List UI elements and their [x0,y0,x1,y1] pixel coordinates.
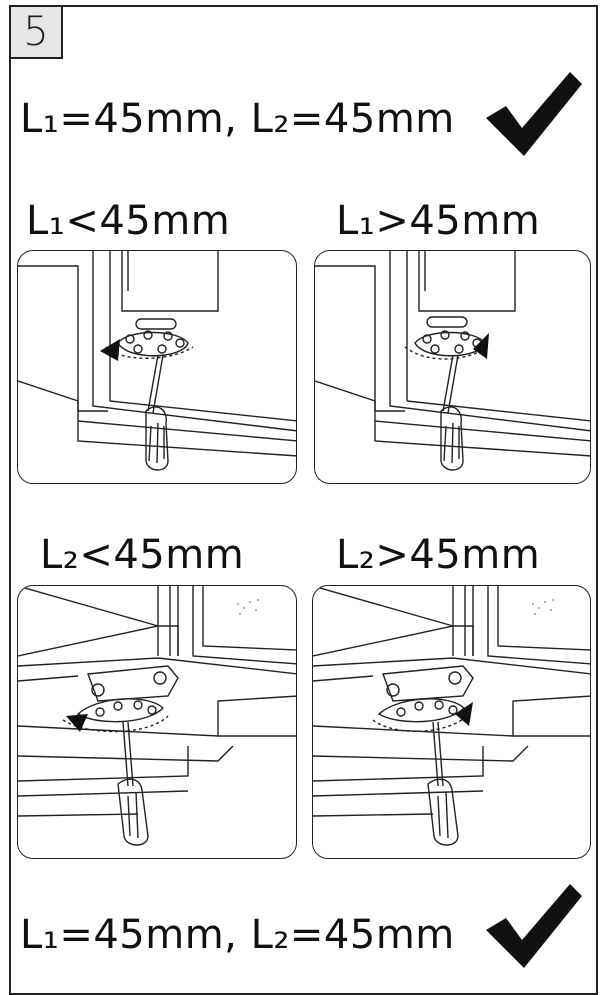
hinge-adjust-illustration-1 [17,250,297,484]
panel-4-label: L₂>45mm [336,532,541,578]
panel-1-label: L₁<45mm [26,198,231,244]
checkmark-icon [486,884,582,968]
panel-3-label: L₂<45mm [40,532,245,578]
hinge-adjust-illustration-4 [312,585,591,859]
top-condition-text: L₁=45mm, L₂=45mm [20,96,455,142]
bottom-condition-text: L₁=45mm, L₂=45mm [20,912,455,958]
hinge-adjust-illustration-2 [314,250,591,484]
checkmark-icon [486,72,582,156]
hinge-adjust-illustration-3 [17,585,297,859]
panel-2-label: L₁>45mm [336,198,541,244]
step-number-badge: 5 [9,5,63,59]
